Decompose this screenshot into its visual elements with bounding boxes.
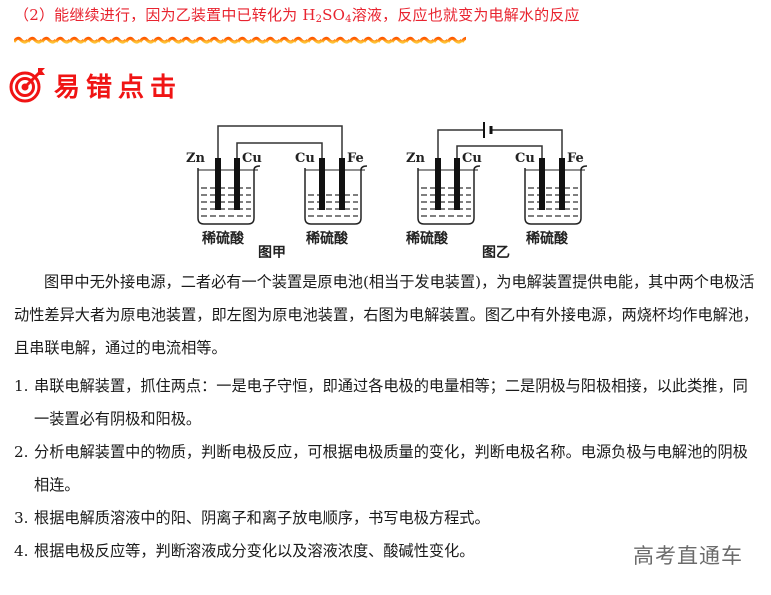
electrode-label-cu: Cu [295,151,315,166]
answer-line: （2）能继续进行，因为乙装置中已转化为 H2SO4溶液，反应也就变为电解水的反应 [14,4,580,25]
tips-list: 1. 串联电解装置，抓住两点：一是电子守恒，即通过各电极的电量相等；二是阴极与阳… [14,370,759,568]
intro-paragraph: 图甲中无外接电源，二者必有一个装置是原电池(相当于发电装置)，为电解装置提供电能… [14,266,759,365]
solution-label: 稀硫酸 [202,230,245,247]
answer-text-mid: SO [322,6,346,24]
list-number: 4. [14,542,29,560]
figure-caption: 图甲 [258,245,286,258]
electrode-label-fe: Fe [347,151,364,166]
solution-label: 稀硫酸 [526,230,569,247]
solution-label: 稀硫酸 [406,230,449,247]
list-text: 根据电极反应等，判断溶液成分变化以及溶液浓度、酸碱性变化。 [34,542,475,560]
solution-label: 稀硫酸 [306,230,349,247]
beaker-left [197,158,261,225]
subscript-2: 2 [315,14,323,25]
beaker-right [304,158,368,225]
list-number: 2. [14,443,29,461]
watermark: 高考直通车 [633,544,743,568]
subscript-4: 4 [345,14,352,25]
electrode-label-zn: Zn [406,151,425,166]
wavy-divider [14,33,466,47]
beaker-right [524,158,588,225]
list-text: 根据电解质溶液中的阳、阴离子和离子放电顺序，书写电极方程式。 [34,509,490,527]
electrode-label-cu: Cu [242,151,262,166]
diagram-figure-b: Zn Cu Cu Fe 稀硫酸 稀硫酸 图乙 [406,122,588,258]
section-title: 易错点击 [54,72,183,103]
diagram-figure-a: Zn Cu Cu Fe 稀硫酸 稀硫酸 图甲 [186,125,368,258]
list-item: 3. 根据电解质溶液中的阳、阴离子和离子放电顺序，书写电极方程式。 [14,502,759,535]
battery-icon [483,122,493,138]
intro-text: 图甲中无外接电源，二者必有一个装置是原电池(相当于发电装置)，为电解装置提供电能… [14,273,759,357]
list-item: 1. 串联电解装置，抓住两点：一是电子守恒，即通过各电极的电量相等；二是阴极与阳… [14,370,759,436]
answer-text-suffix: 溶液，反应也就变为电解水的反应 [351,6,580,24]
list-text: 分析电解装置中的物质，判断电极反应，可根据电极质量的变化，判断电极名称。电源负极… [34,443,748,494]
beaker-left [417,158,481,225]
electrode-label-fe: Fe [567,151,584,166]
section-header: 易错点击 [8,65,182,105]
answer-text-prefix: （2）能继续进行，因为乙装置中已转化为 H [14,6,316,24]
target-icon [9,68,45,103]
list-number: 1. [14,377,29,395]
electrode-label-cu: Cu [515,151,535,166]
figure-caption: 图乙 [482,245,510,258]
list-number: 3. [14,509,29,527]
list-item: 2. 分析电解装置中的物质，判断电极反应，可根据电极质量的变化，判断电极名称。电… [14,436,759,502]
list-text: 串联电解装置，抓住两点：一是电子守恒，即通过各电极的电量相等；二是阴极与阳极相接… [34,377,748,428]
list-item: 4. 根据电极反应等，判断溶液成分变化以及溶液浓度、酸碱性变化。 [14,535,759,568]
electrode-label-zn: Zn [186,151,205,166]
electrode-label-cu: Cu [462,151,482,166]
